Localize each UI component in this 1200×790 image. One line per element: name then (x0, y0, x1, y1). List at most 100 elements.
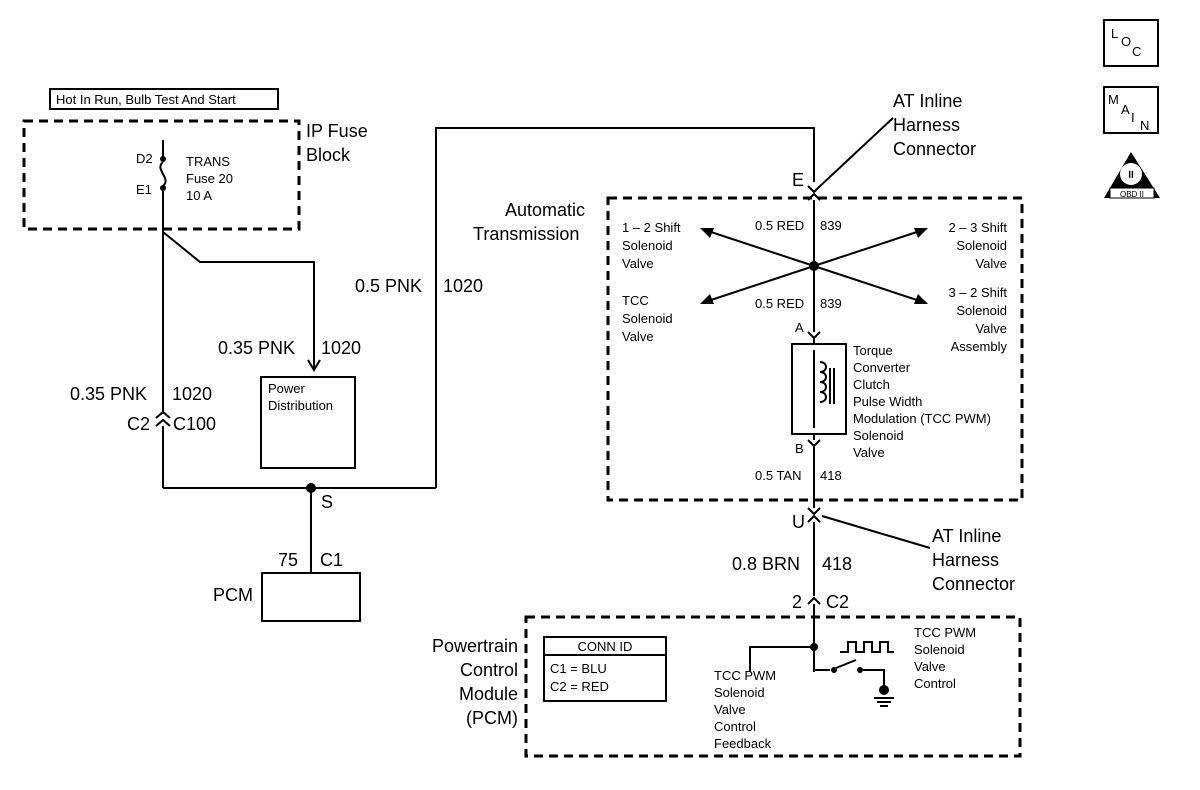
svg-text:A: A (1121, 102, 1130, 117)
wire-label-035-pnk-top: 0.35 PNK (218, 338, 295, 358)
loc-icon[interactable]: L O C (1103, 19, 1159, 67)
conn-id-table (543, 636, 667, 702)
pcm-module-label-2: Control (460, 660, 518, 680)
fuse-label-1: TRANS (186, 154, 230, 169)
tcc-1: TCC (622, 293, 649, 308)
tcc-pwm-3: Clutch (853, 377, 890, 392)
switch-contact-right (857, 667, 863, 673)
switch-contact-left (831, 667, 837, 673)
tcc-pwm-4: Pulse Width (853, 394, 922, 409)
pcm-module-label-4: (PCM) (466, 708, 518, 728)
fuse-terminal-e1 (160, 185, 166, 191)
conn-id-c2: C2 = RED (550, 679, 609, 694)
pcm-conn-c2: C2 (826, 592, 849, 612)
shift32-2: Solenoid (956, 303, 1007, 318)
pcm-pin-2: 2 (792, 592, 802, 612)
wire-label-05-tan: 0.5 TAN (755, 468, 801, 483)
wire-label-035-pnk-left: 0.35 PNK (70, 384, 147, 404)
svg-text:M: M (1108, 92, 1119, 107)
pwm-waveform-icon (840, 641, 894, 653)
shift32-3: Valve (975, 321, 1007, 336)
svg-text:N: N (1140, 118, 1149, 133)
control-2: Solenoid (914, 642, 965, 657)
feedback-2: Solenoid (714, 685, 765, 700)
wire-label-839-top: 839 (820, 218, 842, 233)
control-1: TCC PWM (914, 625, 976, 640)
wire-label-839-bottom: 839 (820, 296, 842, 311)
at-inline-top-3: Connector (893, 139, 976, 159)
shift12-2: Solenoid (622, 238, 673, 253)
pcm-box-label: PCM (213, 585, 253, 605)
fuse-terminal-d2 (160, 156, 166, 162)
control-4: Control (914, 676, 956, 691)
at-pin-u: U (792, 512, 805, 532)
feedback-1: TCC PWM (714, 668, 776, 683)
conn-id-title: CONN ID (578, 639, 633, 654)
connector-c2-label: C2 (127, 414, 150, 434)
fuse-label-3: 10 A (186, 188, 212, 203)
power-distribution-line2: Distribution (268, 398, 333, 413)
tcc-3: Valve (622, 329, 654, 344)
pcm-conn-c1: C1 (320, 550, 343, 570)
wire-label-05-red-top: 0.5 RED (755, 218, 804, 233)
auto-trans-label-1: Automatic (505, 200, 585, 220)
at-connector-e-icon (807, 185, 821, 194)
shift32-4: Assembly (951, 339, 1008, 354)
main-icon[interactable]: M A I N (1103, 86, 1159, 134)
tcc-pwm-7: Valve (853, 445, 885, 460)
at-inline-bottom-2: Harness (932, 550, 999, 570)
control-3: Valve (914, 659, 946, 674)
auto-trans-label-2: Transmission (473, 224, 579, 244)
svg-text:L: L (1111, 26, 1118, 41)
feedback-3: Valve (714, 702, 746, 717)
wire-label-1020-main: 1020 (443, 276, 483, 296)
wire-label-418-brn: 418 (822, 554, 852, 574)
at-inline-bottom-1: AT Inline (932, 526, 1001, 546)
svg-text:O: O (1121, 34, 1131, 49)
at-inline-top-2: Harness (893, 115, 960, 135)
header-box-text: Hot In Run, Bulb Test And Start (56, 92, 236, 107)
shift12-1: 1 – 2 Shift (622, 220, 681, 235)
shift23-3: Valve (975, 256, 1007, 271)
switch-blade (835, 659, 857, 669)
arrow-to-32-shift (914, 294, 928, 304)
solenoid-coil-icon (819, 361, 827, 403)
fuse-pin-e1: E1 (136, 182, 152, 197)
connector-c100-label: C100 (173, 414, 216, 434)
feedback-4: Control (714, 719, 756, 734)
splice-s-label: S (321, 492, 333, 512)
shift23-2: Solenoid (956, 238, 1007, 253)
wire-label-418-tan: 418 (820, 468, 842, 483)
wire-label-08-brn: 0.8 BRN (732, 554, 800, 574)
feedback-5: Feedback (714, 736, 772, 751)
shift12-3: Valve (622, 256, 654, 271)
connector-c100-icon (155, 410, 171, 419)
arrow-to-12-shift (700, 228, 714, 238)
sol-pin-b: B (795, 441, 804, 456)
svg-text:I: I (1131, 110, 1135, 125)
pcm-module-label-1: Powertrain (432, 636, 518, 656)
svg-text:OBD II: OBD II (1120, 190, 1144, 199)
ip-fuse-block-title-2: Block (306, 145, 351, 165)
shift23-1: 2 – 3 Shift (948, 220, 1007, 235)
pcm-module-label-3: Module (459, 684, 518, 704)
ip-fuse-block-outline (22, 119, 301, 231)
svg-text:C: C (1132, 44, 1141, 59)
tcc-pwm-2: Converter (853, 360, 911, 375)
shift32-1: 3 – 2 Shift (948, 285, 1007, 300)
pcm-box (261, 572, 361, 622)
at-inline-top-1: AT Inline (893, 91, 962, 111)
pcm-connector-c2-icon (807, 596, 821, 605)
tcc-2: Solenoid (622, 311, 673, 326)
wire-label-05-pnk: 0.5 PNK (355, 276, 422, 296)
obd-ii-icon[interactable]: II OBD II (1104, 152, 1160, 199)
wire-label-1020-left: 1020 (172, 384, 212, 404)
sol-pin-a: A (795, 320, 804, 335)
conn-id-c1: C1 = BLU (550, 661, 607, 676)
tcc-pwm-solenoid-box (791, 343, 847, 435)
tcc-pwm-6: Solenoid (853, 428, 904, 443)
fuse-label-2: Fuse 20 (186, 171, 233, 186)
arrow-to-tcc (700, 294, 714, 304)
ip-fuse-block-title-1: IP Fuse (306, 121, 368, 141)
